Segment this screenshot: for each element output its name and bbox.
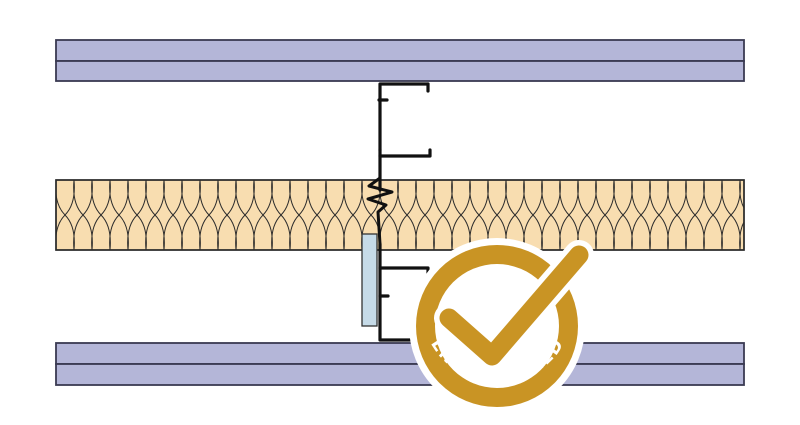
insulation-lobe bbox=[721, 180, 741, 250]
en-classified-badge: EN CLASSIFIED bbox=[409, 238, 594, 414]
insulation-lobe bbox=[631, 180, 651, 250]
insulation-lobe bbox=[91, 180, 111, 250]
insulation-lobe bbox=[127, 180, 147, 250]
insulation-lobe bbox=[289, 180, 309, 250]
insulation-lobe bbox=[487, 180, 507, 250]
insulation-lobe bbox=[451, 180, 471, 250]
insulation-lobe bbox=[739, 180, 744, 250]
stud-zigzag-web bbox=[366, 176, 394, 245]
insulation-lobe bbox=[703, 180, 723, 250]
insulation-lobe bbox=[667, 180, 687, 250]
insulation-lobe bbox=[577, 180, 597, 250]
insulation-lobe bbox=[685, 180, 705, 250]
insulation-lobe bbox=[433, 180, 453, 250]
insulation-lobe bbox=[145, 180, 165, 250]
insulation-lobe bbox=[505, 180, 525, 250]
insulation-lobe bbox=[73, 180, 93, 250]
insulation-lobe bbox=[758, 180, 777, 250]
insulation-lobe bbox=[397, 180, 417, 250]
insulation-lobe bbox=[415, 180, 435, 250]
insulation-lobe bbox=[613, 180, 633, 250]
insulation-layer bbox=[55, 179, 777, 251]
insulation-lobe bbox=[109, 180, 129, 250]
insulation-lobe bbox=[271, 180, 291, 250]
insulation-lobe bbox=[163, 180, 183, 250]
top-board-outer bbox=[55, 39, 745, 62]
bottom-board-inner bbox=[55, 363, 745, 386]
resilient-clip bbox=[361, 233, 378, 327]
insulation-lobe bbox=[235, 180, 255, 250]
insulation-lobe bbox=[307, 180, 327, 250]
check-mark-icon-fill bbox=[439, 245, 589, 366]
bottom-board-outer bbox=[55, 342, 745, 365]
insulation-lobe bbox=[253, 180, 273, 250]
insulation-lobe bbox=[559, 180, 579, 250]
insulation-lobe bbox=[523, 180, 543, 250]
insulation-lobe bbox=[541, 180, 561, 250]
insulation-lobe bbox=[325, 180, 345, 250]
insulation-lobe bbox=[649, 180, 669, 250]
insulation-lobe bbox=[469, 180, 489, 250]
insulation-lobe bbox=[217, 180, 237, 250]
upper-steel-stud bbox=[377, 82, 432, 192]
bottom-plasterboard bbox=[55, 342, 745, 386]
top-plasterboard bbox=[55, 39, 745, 82]
insulation-lobe bbox=[199, 180, 219, 250]
insulation-pattern bbox=[56, 180, 777, 250]
insulation-lobe bbox=[595, 180, 615, 250]
top-board-inner bbox=[55, 60, 745, 82]
insulation-lobe bbox=[181, 180, 201, 250]
insulation-band bbox=[55, 179, 745, 251]
